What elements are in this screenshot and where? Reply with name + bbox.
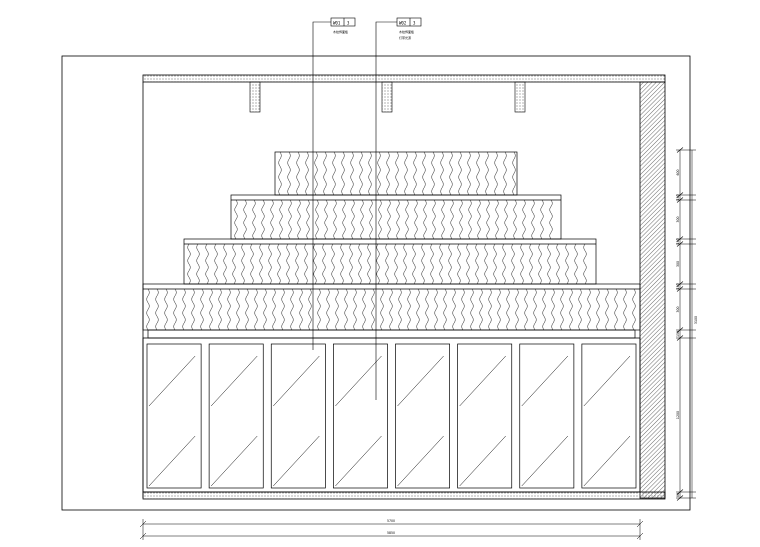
bottom-dimension-lines xyxy=(139,519,644,540)
leader-lines xyxy=(312,21,397,400)
right-dim-label: 80 xyxy=(676,493,680,497)
callout-tag-2: W02 3 木纹饰面板 灯带光源 xyxy=(396,17,422,40)
cabinet-door xyxy=(270,343,326,489)
ceiling-beam-1 xyxy=(249,81,261,113)
callout-2-note2: 灯带光源 xyxy=(399,35,411,40)
cabinet-door xyxy=(333,343,388,489)
callout-2-subcode: 3 xyxy=(413,21,416,26)
bottom-dim-1: 5700 xyxy=(387,519,395,523)
right-dimensions: 600 150 300 150 300 150 300 150 1200 80 xyxy=(676,147,696,501)
cabinet-door xyxy=(208,343,264,489)
callout-1-subcode: 3 xyxy=(347,21,350,26)
wood-grain-texture xyxy=(146,151,636,331)
callout-2-code: W02 xyxy=(399,21,407,26)
right-dimension-chain xyxy=(679,150,693,498)
cabinet-door xyxy=(519,343,575,489)
cabinet-doors xyxy=(146,343,637,489)
right-dim-label: 300 xyxy=(676,216,680,222)
right-dim-label: 1200 xyxy=(676,411,680,419)
right-dim-total: 3100 xyxy=(694,316,698,324)
bottom-dim-2: 5850 xyxy=(387,531,395,535)
right-dim-label: 150 xyxy=(676,331,680,337)
stepped-feature-wall xyxy=(142,151,641,339)
cabinet-door xyxy=(395,343,450,489)
cabinet-door xyxy=(581,343,637,489)
ceiling-beam-3 xyxy=(514,81,526,113)
right-dim-label: 150 xyxy=(676,283,680,289)
right-dim-label: 150 xyxy=(676,194,680,200)
right-wall-section xyxy=(639,81,666,499)
right-dim-label: 150 xyxy=(676,238,680,244)
ceiling-beam-2 xyxy=(381,81,393,113)
callout-2-note: 木纹饰面板 xyxy=(399,29,414,34)
right-dim-label: 300 xyxy=(676,261,680,267)
cabinet-door xyxy=(146,343,202,489)
right-dim-label: 600 xyxy=(676,169,680,175)
cabinet-door xyxy=(457,343,513,489)
floor-slab xyxy=(142,491,666,500)
display-cabinet xyxy=(142,337,641,493)
callout-1-note: 木纹饰面板 xyxy=(333,29,348,34)
callout-1-code: W01 xyxy=(333,21,341,26)
callout-tag-1: W01 3 木纹饰面板 xyxy=(330,17,356,34)
ceiling-slab xyxy=(142,74,666,83)
right-dim-label: 300 xyxy=(676,306,680,312)
